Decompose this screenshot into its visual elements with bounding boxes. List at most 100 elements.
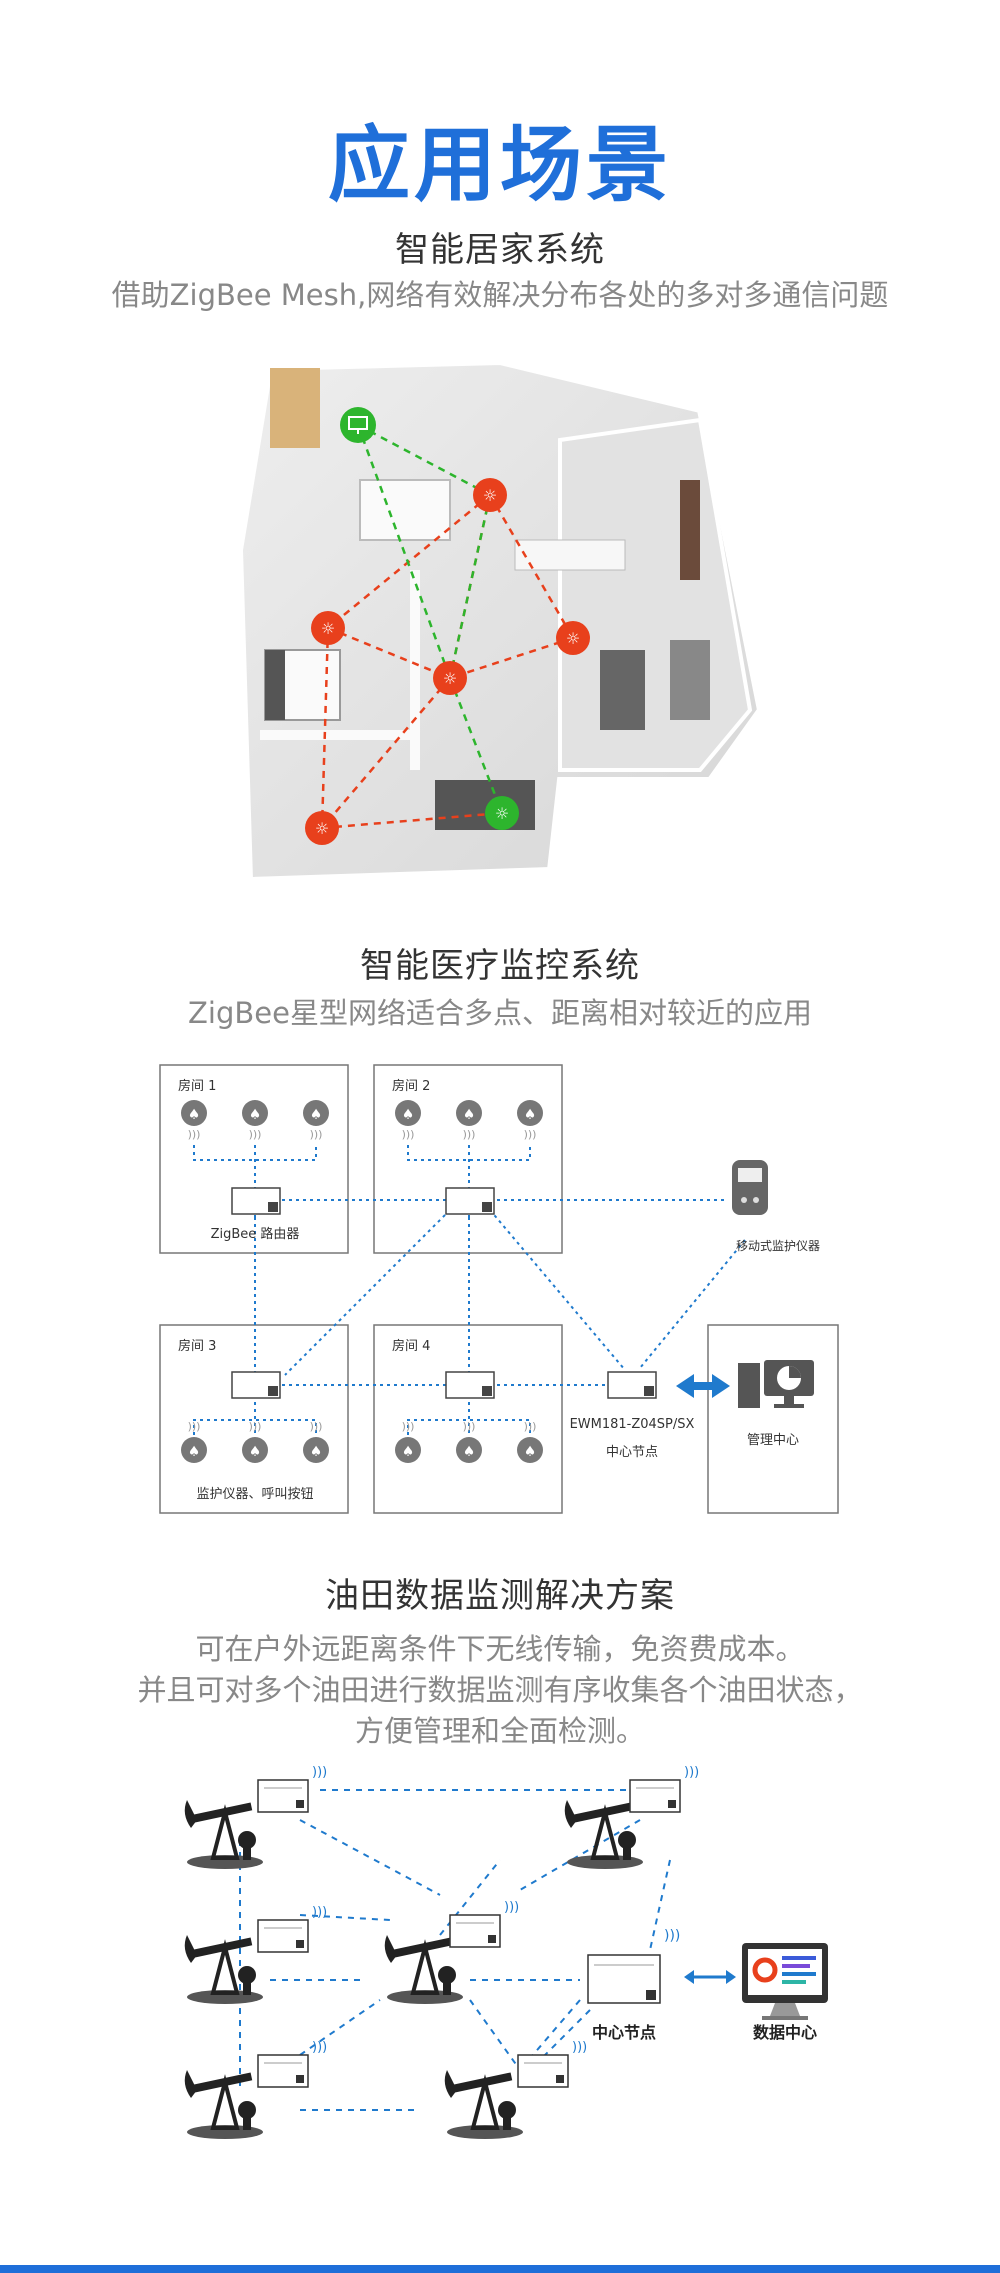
svg-text:♠: ♠ <box>463 1107 476 1123</box>
smart-home-subtitle: 借助ZigBee Mesh,网络有效解决分布各处的多对多通信问题 <box>111 278 889 312</box>
wireless-module <box>257 2039 328 2088</box>
svg-text:))): ))) <box>664 1928 680 1944</box>
bottom-accent-bar <box>0 2265 1000 2273</box>
kitchen-counter <box>435 780 535 830</box>
svg-text:☼: ☼ <box>315 819 329 838</box>
sensor-icon: ♠))) <box>181 1100 207 1141</box>
sensor-icon: ♠))) <box>517 1100 543 1141</box>
node-label: 中心节点 <box>606 1445 658 1460</box>
svg-text:))): ))) <box>463 1128 476 1141</box>
svg-text:))): ))) <box>249 1420 262 1433</box>
sensor-icon: ♠))) <box>456 1100 482 1141</box>
svg-text:))): ))) <box>188 1128 201 1141</box>
sensor-icon: ♠))) <box>242 1100 268 1141</box>
end-device-node: ☼ <box>485 796 519 830</box>
smart-home-title: 智能居家系统 <box>395 230 605 270</box>
svg-text:♠: ♠ <box>463 1444 476 1460</box>
pumpjack-icon <box>182 1798 265 1871</box>
svg-text:))): ))) <box>402 1420 415 1433</box>
svg-text:♠: ♠ <box>402 1107 415 1123</box>
mobile-monitor-label: 移动式监护仪器 <box>736 1239 820 1253</box>
node-model-label: EWM181-Z04SP/SX <box>570 1417 695 1432</box>
sensor-icon: ♠))) <box>303 1100 329 1141</box>
wireless-module <box>257 1764 328 1813</box>
wireless-module <box>449 1899 520 1948</box>
sofa <box>670 640 710 720</box>
router-node: ☼ <box>473 478 507 512</box>
smart-medical-subtitle: ZigBee星型网络适合多点、距离相对较近的应用 <box>188 996 812 1030</box>
svg-text:♠: ♠ <box>188 1107 201 1123</box>
router-node: ☼ <box>556 621 590 655</box>
oilfield-desc-line-3: 方便管理和全面检测。 <box>354 1714 645 1748</box>
sensor-icon: ))) ♠ <box>181 1420 207 1463</box>
smart-medical-title: 智能医疗监控系统 <box>360 946 640 986</box>
wireless-module <box>629 1764 700 1813</box>
oilfield-desc-line-2: 并且可对多个油田进行数据监测有序收集各个油田状态， <box>137 1673 863 1707</box>
svg-text:♠: ♠ <box>524 1444 537 1460</box>
svg-text:))): ))) <box>188 1420 201 1433</box>
sensors-label: 监护仪器、呼叫按钮 <box>196 1487 313 1502</box>
svg-text:☼: ☼ <box>566 629 580 648</box>
wall-tv <box>680 480 700 580</box>
router-module-room-2 <box>445 1187 495 1215</box>
svg-text:♠: ♠ <box>402 1444 415 1460</box>
svg-text:))): ))) <box>463 1420 476 1433</box>
room-1-label: 房间 1 <box>178 1078 216 1094</box>
svg-text:))): ))) <box>524 1128 537 1141</box>
svg-text:))): ))) <box>249 1128 262 1141</box>
pumpjack-icon <box>182 1933 265 2006</box>
bidirectional-arrow-icon <box>676 1374 730 1398</box>
svg-text:))): ))) <box>402 1128 415 1141</box>
svg-text:♠: ♠ <box>310 1107 323 1123</box>
wall-divider <box>410 570 420 770</box>
oilfield-desc-line-1: 可在户外远距离条件下无线传输，免资费成本。 <box>195 1632 805 1666</box>
sensor-icon: ))) ♠ <box>303 1420 329 1463</box>
bidirectional-arrow-icon <box>684 1970 736 1984</box>
svg-text:♠: ♠ <box>249 1444 262 1460</box>
management-label: 管理中心 <box>747 1433 799 1448</box>
wireless-module <box>257 1904 328 1953</box>
sensor-icon: ♠))) <box>395 1100 421 1141</box>
svg-text:♠: ♠ <box>188 1444 201 1460</box>
center-node-label: 中心节点 <box>592 2023 656 2042</box>
page-title: 应用场景 <box>327 118 672 213</box>
management-box <box>707 1324 839 1514</box>
router-node: ☼ <box>305 811 339 845</box>
room-2-label: 房间 2 <box>392 1078 430 1094</box>
monitor-node <box>340 407 376 443</box>
svg-text:♠: ♠ <box>524 1107 537 1123</box>
svg-text:♠: ♠ <box>310 1444 323 1460</box>
svg-text:))): ))) <box>524 1420 537 1433</box>
bed-top <box>359 479 451 541</box>
center-node-module <box>607 1371 657 1399</box>
router-module-room-1 <box>231 1187 281 1215</box>
oilfield-diagram: ))) ))) 中心节点 <box>182 1764 828 2141</box>
cabinet <box>514 539 626 571</box>
router-module-room-3 <box>231 1371 281 1399</box>
sensor-icon: ))) ♠ <box>456 1420 482 1463</box>
sensor-icon: ))) ♠ <box>395 1420 421 1463</box>
router-node: ☼ <box>311 611 345 645</box>
svg-text:☼: ☼ <box>495 804 509 823</box>
room-3-label: 房间 3 <box>178 1338 216 1354</box>
router-node: ☼ <box>433 661 467 695</box>
svg-text:))): ))) <box>310 1128 323 1141</box>
svg-text:))): ))) <box>310 1420 323 1433</box>
svg-text:☼: ☼ <box>321 619 335 638</box>
tv-table <box>600 650 645 730</box>
pumpjack-icon <box>442 2068 525 2141</box>
router-label: ZigBee 路由器 <box>211 1226 300 1242</box>
svg-text:☼: ☼ <box>443 669 457 688</box>
sensor-icon: ))) ♠ <box>242 1420 268 1463</box>
bed-left-head <box>265 650 285 720</box>
center-node-module: ))) <box>587 1928 680 2004</box>
router-module-room-4 <box>445 1371 495 1399</box>
data-center-label: 数据中心 <box>753 2023 817 2042</box>
smart-home-diagram: ☼ ☼ ☼ ☼ ☼ ☼ <box>236 358 764 884</box>
smart-medical-diagram: 房间 1 房间 2 房间 3 房间 4 ♠))) ♠))) ♠))) ♠))) … <box>159 1064 839 1514</box>
mobile-monitor-icon <box>732 1160 768 1215</box>
management-center-icon <box>738 1360 814 1408</box>
curtain <box>270 368 320 448</box>
svg-text:☼: ☼ <box>483 486 497 505</box>
sensor-icon: ))) ♠ <box>517 1420 543 1463</box>
